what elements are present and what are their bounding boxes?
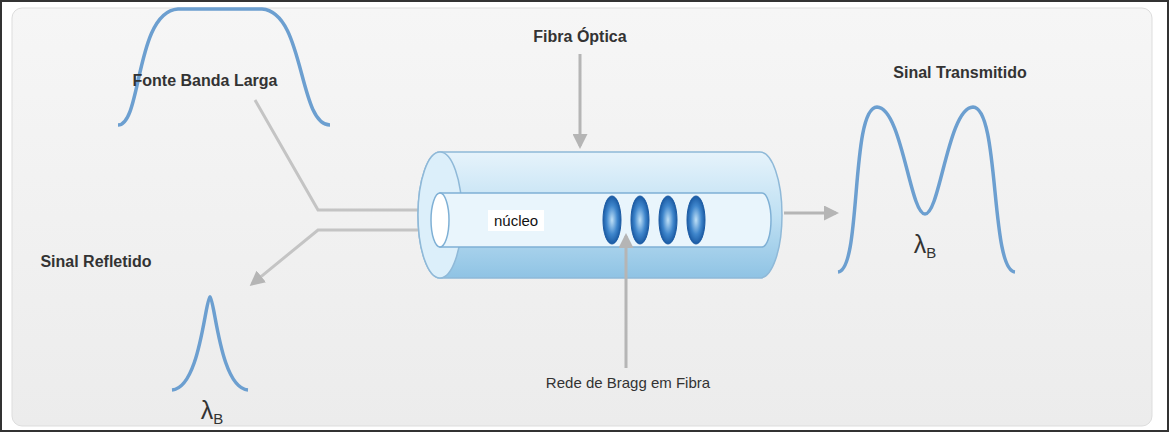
optical-fiber — [418, 152, 782, 278]
grating-fringe — [687, 196, 705, 244]
transmitted-arrow — [784, 212, 836, 215]
transmitted-label: Sinal Transmitido — [893, 64, 1026, 82]
bragg-grating — [603, 196, 705, 244]
grating-pointer — [625, 236, 628, 368]
reflected-label: Sinal Refletido — [40, 253, 151, 271]
bragg-wavelength: λB — [201, 396, 224, 427]
grating-fringe — [631, 196, 649, 244]
fiber-core — [440, 193, 771, 247]
core-label: núcleo — [494, 212, 538, 229]
core-end-face — [431, 193, 449, 247]
background-panel — [12, 8, 1152, 426]
grating-label: Rede de Bragg em Fibra — [546, 374, 710, 391]
source-label: Fonte Banda Larga — [133, 72, 278, 90]
core-label-box: núcleo — [488, 210, 544, 231]
broadband-spectrum — [118, 9, 330, 125]
grating-fringe — [603, 196, 621, 244]
fiber-pointer — [579, 54, 582, 146]
input-line — [255, 100, 432, 210]
fiber-label: Fibra Óptica — [533, 28, 626, 46]
reflected-spectrum — [172, 297, 248, 390]
transmitted-spectrum — [838, 107, 1015, 272]
grating-fringe — [659, 196, 677, 244]
reflected-line — [252, 230, 432, 284]
bragg-wavelength: λB — [914, 230, 937, 261]
